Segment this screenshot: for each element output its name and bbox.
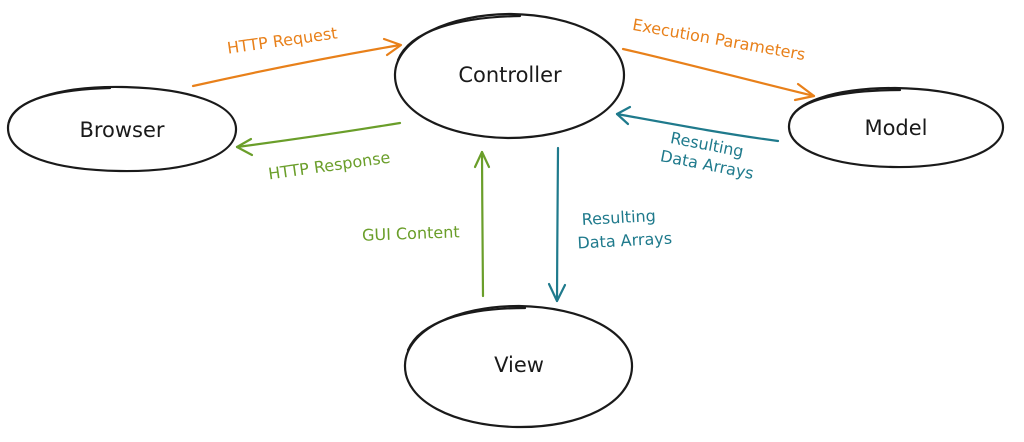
execution-parameters-arrow xyxy=(621,47,816,98)
gui-content-arrow xyxy=(480,150,485,298)
http-response-label: HTTP Response xyxy=(267,148,391,184)
edge-gui-content: GUI Content xyxy=(362,150,491,298)
controller-to-view-arrow xyxy=(555,146,560,303)
model-ellipse xyxy=(787,86,1005,169)
gui-content-label: GUI Content xyxy=(362,222,460,244)
view-ellipse-overlap xyxy=(406,306,527,352)
controller-to-view-label-line1: Resulting xyxy=(581,206,656,229)
edge-execution-parameters: Execution Parameters xyxy=(621,15,816,102)
execution-parameters-arrowhead xyxy=(793,82,816,102)
model-to-controller-arrow xyxy=(615,112,780,143)
node-controller: Controller xyxy=(393,12,626,140)
controller-ellipse xyxy=(393,12,626,140)
model-label: Model xyxy=(864,116,927,140)
controller-to-view-arrowhead xyxy=(547,282,567,303)
controller-ellipse-overlap xyxy=(396,14,522,62)
browser-ellipse-overlap xyxy=(7,86,112,124)
node-browser: Browser xyxy=(6,85,238,173)
model-ellipse-overlap xyxy=(789,88,902,120)
http-request-arrow xyxy=(191,43,402,88)
browser-label: Browser xyxy=(79,118,164,142)
edge-http-request: HTTP Request xyxy=(191,23,403,88)
http-request-label: HTTP Request xyxy=(226,23,339,57)
edge-model-to-controller: Resulting Data Arrays xyxy=(615,105,780,183)
http-response-arrow xyxy=(235,121,402,149)
node-view: View xyxy=(403,304,634,429)
http-response-arrowhead xyxy=(235,137,254,157)
view-ellipse xyxy=(403,304,634,429)
controller-label: Controller xyxy=(458,63,562,87)
edge-http-response: HTTP Response xyxy=(235,121,402,184)
gui-content-arrowhead xyxy=(473,150,491,169)
http-request-arrowhead xyxy=(382,37,403,57)
controller-to-view-label-line2: Data Arrays xyxy=(577,229,673,253)
view-label: View xyxy=(494,353,544,377)
node-model: Model xyxy=(787,86,1005,169)
edge-controller-to-view: Resulting Data Arrays xyxy=(547,146,673,303)
model-to-controller-arrowhead xyxy=(615,105,632,126)
